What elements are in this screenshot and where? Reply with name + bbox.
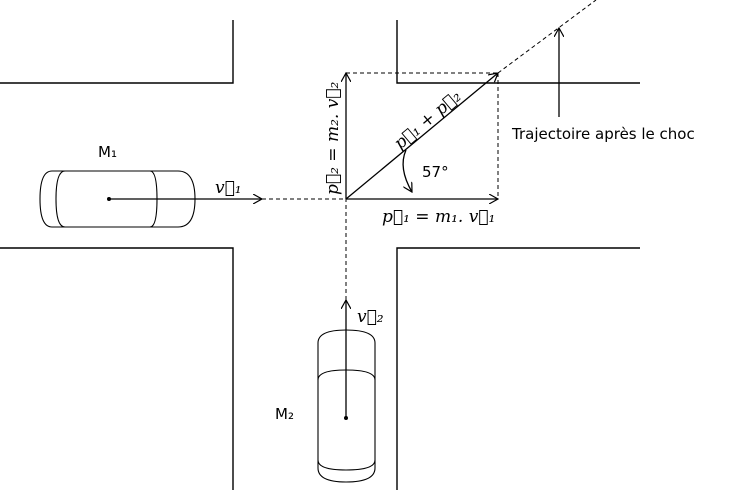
label-m1: M₁ [98,143,117,161]
road-corner-top-right [396,20,640,84]
road-corner-bottom-left [0,247,234,490]
trajectory-line [497,0,597,74]
label-trajectory: Trajectoire après le choc [511,125,695,143]
label-v1: v⃗₁ [215,178,242,198]
road-corner-bottom-right [396,247,640,490]
label-v2: v⃗₂ [357,307,384,327]
label-p1: p⃗₁ = m₁. v⃗₁ [382,207,495,227]
road-corner-top-left [0,20,234,84]
label-angle: 57° [422,163,449,181]
label-p2: p⃗₂ = m₂. v⃗₂ [323,82,343,195]
vector-p-sum [345,73,498,200]
angle-arc [402,149,412,192]
label-p-sum: p⃗₁ + p⃗₂ [390,86,465,153]
label-m2: M₂ [275,405,294,423]
